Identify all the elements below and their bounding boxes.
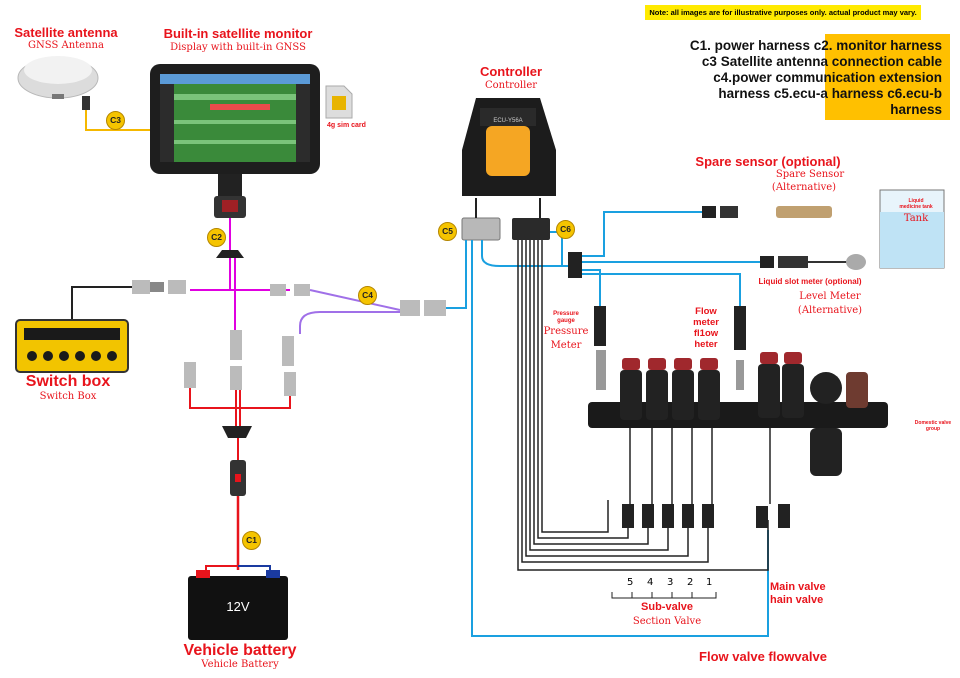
controller-model: ECU-Y56A bbox=[493, 118, 522, 124]
pressure-subtitle-1: Pressure bbox=[543, 326, 589, 337]
tag-c1: C1 bbox=[242, 531, 261, 550]
harness-legend: C1. power harness c2. monitor harness c3… bbox=[689, 38, 942, 117]
level-meter-subtitle: Level Meter bbox=[799, 291, 861, 302]
pressure-title-1: Pressure bbox=[553, 311, 579, 317]
main-valve-label-2: hain valve bbox=[770, 594, 824, 606]
battery-icon bbox=[188, 570, 288, 640]
sim-card-label: 4g sim card bbox=[327, 122, 366, 129]
spare-sensor-subtitle: Spare Sensor bbox=[775, 169, 845, 180]
flow-valve-label: Flow valve flowvalve bbox=[699, 649, 827, 664]
pressure-title-2: gauge bbox=[557, 318, 575, 324]
valve-group-icon bbox=[588, 352, 888, 476]
tag-c6: C6 bbox=[556, 220, 575, 239]
monitor-subtitle: Display with built-in GNSS bbox=[170, 42, 306, 53]
battery-voltage: 12V bbox=[226, 599, 250, 614]
satellite-antenna-subtitle: GNSS Antenna bbox=[28, 40, 104, 51]
sub-valve-number: 3 bbox=[667, 577, 674, 588]
sub-valve-title: Sub-valve bbox=[641, 601, 693, 613]
level-meter-alternative: (Alternative) bbox=[797, 305, 863, 316]
sub-valve-number: 2 bbox=[687, 577, 694, 588]
tank-small-label-2: medicine tank bbox=[899, 204, 933, 210]
switch-box-subtitle: Switch Box bbox=[39, 391, 97, 402]
sim-card-icon bbox=[325, 85, 353, 119]
sub-valve-number: 1 bbox=[706, 577, 713, 588]
tank-label: Tank bbox=[903, 213, 929, 224]
tag-c2: C2 bbox=[207, 228, 226, 247]
switch-box-title: Switch box bbox=[25, 373, 111, 390]
controller-title: Controller bbox=[479, 64, 543, 79]
domestic-valve-label-1: Domestic valve bbox=[914, 420, 952, 426]
flow-meter-title-2: meter bbox=[693, 317, 719, 328]
switch-box-icon bbox=[15, 319, 129, 373]
spare-sensor-alternative: (Alternative) bbox=[771, 182, 837, 193]
disclaimer-note: Note: all images are for illustrative pu… bbox=[645, 5, 921, 20]
pressure-subtitle-2: Meter bbox=[550, 340, 582, 351]
controller-subtitle: Controller bbox=[484, 80, 538, 91]
legend-highlight bbox=[825, 34, 950, 120]
controller-ecu-icon: ECU-Y56A bbox=[462, 98, 556, 196]
tag-c4: C4 bbox=[358, 286, 377, 305]
satellite-antenna-title: Satellite antenna bbox=[14, 25, 118, 40]
sub-valve-number: 5 bbox=[627, 577, 634, 588]
tank-small-label-1: Liquid bbox=[908, 198, 924, 204]
battery-subtitle: Vehicle Battery bbox=[201, 659, 279, 670]
tag-c3: C3 bbox=[106, 111, 125, 130]
monitor-device-icon bbox=[150, 64, 320, 182]
main-valve-label-1: Main valve bbox=[770, 581, 826, 593]
tank-icon bbox=[879, 189, 945, 269]
domestic-valve-label-2: group bbox=[925, 426, 941, 432]
satellite-antenna-icon bbox=[17, 56, 99, 99]
flow-meter-subtitle-1: fl1ow bbox=[693, 328, 719, 339]
monitor-title: Built-in satellite monitor bbox=[163, 26, 313, 41]
battery-title: Vehicle battery bbox=[183, 642, 297, 659]
flow-meter-title-1: Flow bbox=[695, 306, 717, 317]
level-meter-title: Liquid slot meter (optional) bbox=[758, 277, 862, 286]
tag-c5: C5 bbox=[438, 222, 457, 241]
flow-meter-subtitle-2: heter bbox=[694, 339, 718, 350]
sub-valve-number: 4 bbox=[647, 577, 654, 588]
spare-sensor-title: Spare sensor (optional) bbox=[695, 154, 841, 169]
sub-valve-subtitle: Section Valve bbox=[632, 616, 702, 627]
